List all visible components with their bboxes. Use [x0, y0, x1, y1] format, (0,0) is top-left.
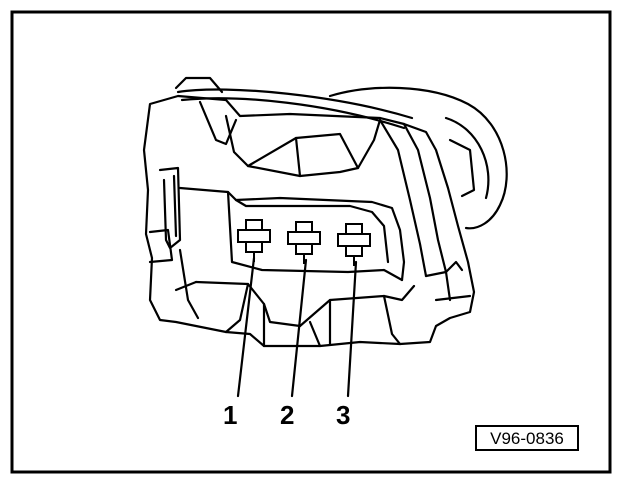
pin-label-3: 3 [336, 400, 351, 430]
pin-terminal-1 [237, 219, 271, 262]
right-wall [378, 118, 428, 278]
pin-terminal-2 [287, 221, 321, 264]
cable-boot [328, 86, 508, 230]
leader-line-2 [290, 258, 308, 398]
top-panel [224, 114, 382, 178]
leader-line-3 [346, 260, 358, 398]
reference-code: V96-0836 [490, 429, 564, 448]
figure-frame [10, 10, 612, 474]
pin-label-1: 1 [223, 400, 238, 430]
leader-lines [236, 256, 358, 398]
pin-cavity [178, 186, 406, 282]
reference-code-box: V96-0836 [475, 425, 579, 451]
housing-outline [142, 94, 476, 348]
connector-body [142, 76, 508, 348]
pin-label-2: 2 [280, 400, 295, 430]
cable-boot-inner [444, 116, 490, 200]
pin-terminal-3 [337, 223, 371, 266]
top-latch [174, 76, 224, 94]
leader-line-1 [236, 256, 256, 398]
pin-terminals [237, 219, 371, 266]
